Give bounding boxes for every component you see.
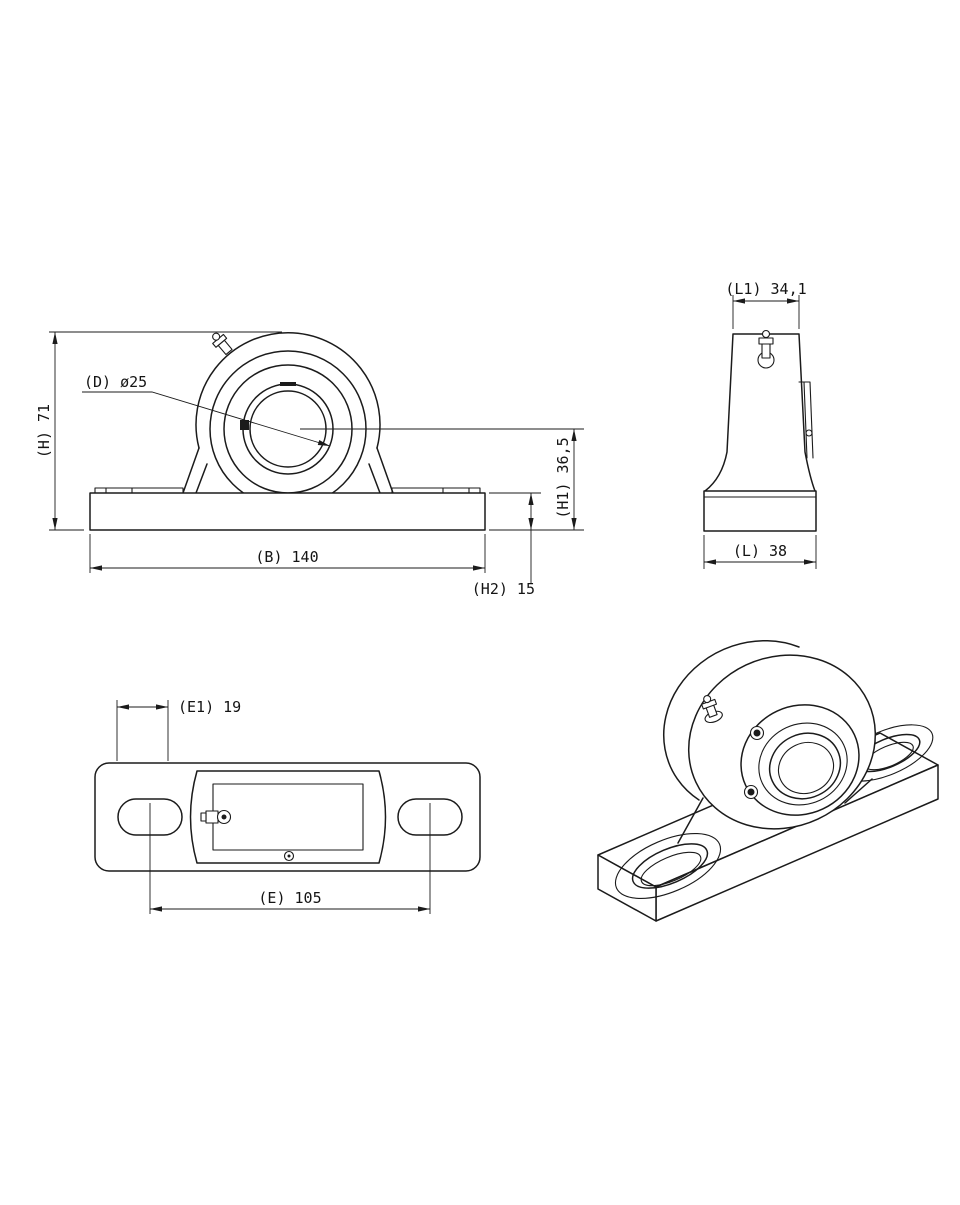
iso-dome-back-edge bbox=[663, 640, 800, 801]
set-screw-top-dot bbox=[753, 729, 761, 737]
dim-H-label: (H) 71 bbox=[35, 404, 53, 458]
grease-hole-dot bbox=[221, 814, 227, 820]
bottom-hole-dot bbox=[287, 854, 291, 858]
iso-bore-hole bbox=[777, 741, 835, 795]
grease-fitting-front bbox=[212, 332, 233, 356]
side-base-outline bbox=[703, 490, 817, 532]
dim-H2-extension-lines bbox=[489, 492, 541, 584]
side-view: (L1) 34,1 (L) 38 bbox=[703, 280, 817, 569]
dim-L: (L) 38 bbox=[703, 535, 817, 569]
dim-E-label: (E) 105 bbox=[258, 889, 321, 907]
grease-fitting-stem bbox=[761, 343, 771, 359]
dim-L1-extension-lines bbox=[732, 295, 800, 329]
top-view: (E1) 19 (E) 105 bbox=[94, 698, 481, 914]
grease-fitting-tip bbox=[212, 332, 221, 341]
grease-fitting-head bbox=[758, 337, 774, 345]
iso-bearing-inner-ring bbox=[758, 722, 848, 806]
iso-left-slot-inner bbox=[640, 851, 702, 887]
dim-E: (E) 105 bbox=[149, 803, 431, 914]
dim-B-label: (B) 140 bbox=[255, 548, 318, 566]
isometric-view bbox=[597, 640, 939, 922]
ring-notch-mark bbox=[240, 420, 249, 430]
iso-base-left-face bbox=[597, 854, 657, 922]
dim-L1-label: (L1) 34,1 bbox=[725, 280, 806, 298]
dim-E1: (E1) 19 bbox=[116, 698, 241, 761]
housing-band-outline bbox=[189, 770, 387, 864]
dim-H1-label: (H1) 36,5 bbox=[554, 437, 572, 518]
grease-fitting-iso bbox=[701, 694, 723, 724]
dim-H1: (H1) 36,5 bbox=[300, 428, 584, 531]
set-screw-bottom-dot bbox=[747, 788, 755, 796]
dim-D-leader-line bbox=[82, 391, 331, 447]
dim-H1-extension-lines bbox=[300, 428, 584, 531]
iso-left-pad-outline bbox=[614, 833, 722, 899]
bearing-cylinder-lines bbox=[212, 783, 364, 851]
grease-fitting-side bbox=[757, 329, 775, 369]
housing-side-lines bbox=[182, 447, 394, 494]
iso-rib-lines bbox=[677, 778, 873, 844]
front-view: (H) 71 (D) ø25 (H1) 36,5 (B) 140 (H2) 15 bbox=[35, 331, 584, 598]
grease-fitting-tip bbox=[703, 694, 712, 704]
dim-H2-label: (H2) 15 bbox=[472, 580, 535, 598]
dim-L1: (L1) 34,1 bbox=[725, 280, 807, 329]
dim-D: (D) ø25 bbox=[82, 373, 331, 447]
dim-E1-label: (E1) 19 bbox=[178, 698, 241, 716]
dim-D-label: (D) ø25 bbox=[84, 373, 147, 391]
dim-H: (H) 71 bbox=[35, 331, 282, 531]
housing-dome-outline bbox=[195, 332, 381, 449]
dim-H2: (H2) 15 bbox=[472, 492, 541, 598]
iso-set-screws bbox=[743, 725, 765, 800]
dim-L-label: (L) 38 bbox=[733, 542, 787, 560]
side-rib-lines bbox=[798, 381, 814, 459]
grease-fitting-tip bbox=[761, 329, 771, 339]
grease-fitting-top bbox=[200, 809, 232, 825]
base-front-outline bbox=[89, 492, 486, 531]
iso-left-slot bbox=[631, 843, 709, 889]
base-pad-lines bbox=[94, 487, 481, 494]
grease-fitting-stem bbox=[205, 810, 219, 824]
grease-fitting-head bbox=[200, 812, 207, 822]
side-set-screw-circle bbox=[805, 429, 813, 437]
dim-B: (B) 140 bbox=[89, 534, 486, 573]
dim-E-extension-lines bbox=[149, 803, 431, 914]
dim-E1-extension-lines bbox=[116, 700, 169, 761]
